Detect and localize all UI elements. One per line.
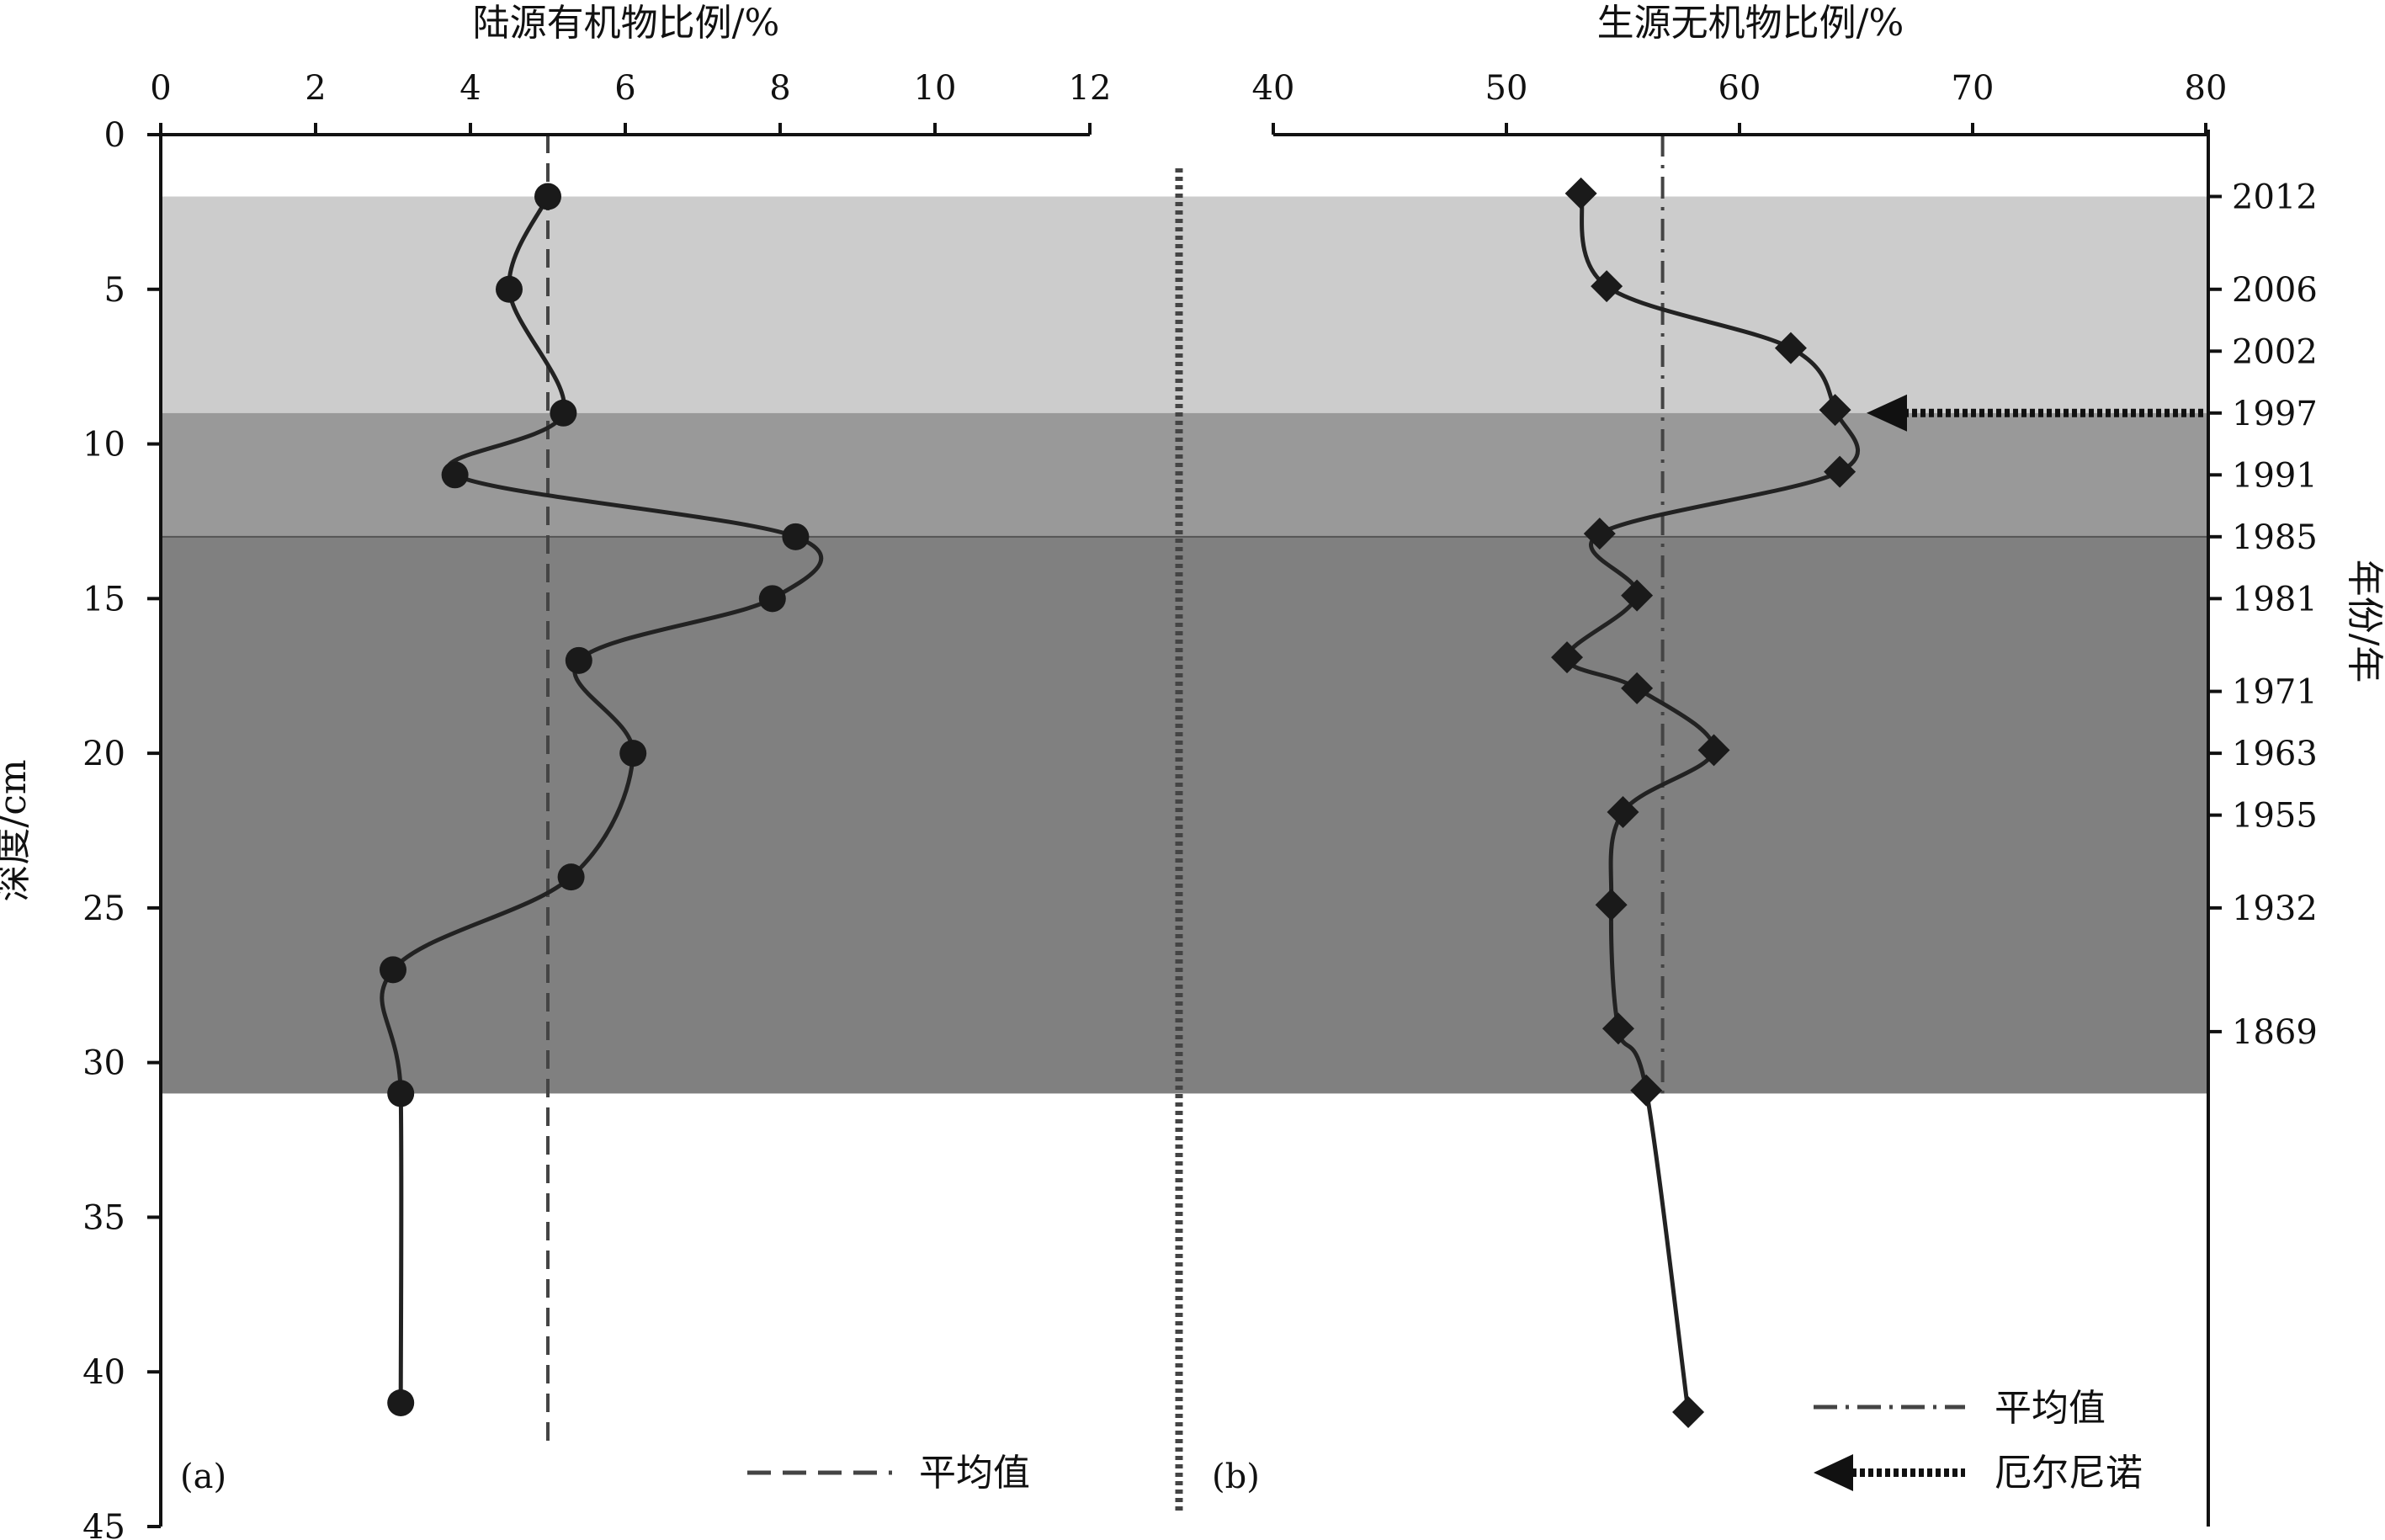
- y-axis-label-year: 年份/年: [2343, 560, 2385, 683]
- series-b-point-9: [1697, 734, 1730, 767]
- y-tick-label-6: 30: [82, 1044, 125, 1083]
- series-b-point-5: [1583, 518, 1616, 550]
- x-tick-label-a-0: 0: [150, 69, 171, 108]
- x-tick-label-a-2: 4: [459, 69, 481, 108]
- band-0: [161, 196, 2208, 413]
- series-b-point-7: [1551, 641, 1584, 674]
- x-tick-label-b-1: 50: [1485, 69, 1528, 108]
- el-nino-arrow-head: [1867, 394, 1907, 432]
- series-a-point-9: [380, 956, 406, 984]
- y-tick-label-4: 20: [82, 735, 125, 773]
- y-tick-label-9: 45: [82, 1508, 125, 1540]
- y-tick-label-8: 40: [82, 1353, 125, 1392]
- series-b-point-4: [1824, 455, 1856, 488]
- y-tick-label-2: 10: [82, 426, 125, 465]
- y-tick-label-0: 0: [104, 116, 125, 155]
- series-b-point-13: [1630, 1074, 1663, 1107]
- series-a-point-10: [387, 1080, 415, 1107]
- year-tick-label-2: 2002: [2232, 332, 2318, 371]
- series-a-point-6: [565, 646, 592, 674]
- y-tick-label-5: 25: [82, 889, 125, 928]
- panel-label-a: (a): [180, 1458, 226, 1496]
- legend-b: 平均值 厄尔尼诺: [1814, 1387, 2143, 1495]
- legend-a: 平均值: [747, 1452, 1030, 1495]
- series-a-point-8: [557, 863, 585, 891]
- series-a-point-5: [758, 585, 786, 613]
- x-tick-label-a-5: 10: [914, 69, 957, 108]
- series-a-point-7: [619, 740, 647, 767]
- year-tick-label-0: 2012: [2232, 178, 2318, 217]
- title-a: 陆源有机物比例/%: [473, 2, 780, 45]
- y-axis-label-depth: 深度/cm: [0, 759, 35, 901]
- series-b-point-11: [1595, 889, 1628, 921]
- series-a-point-4: [782, 523, 810, 550]
- series-b: [1551, 177, 1861, 1429]
- series-a-point-2: [550, 399, 577, 427]
- x-tick-label-b-4: 80: [2185, 69, 2228, 108]
- legend-b-mean-label: 平均值: [1995, 1387, 2106, 1430]
- year-tick-label-8: 1963: [2232, 735, 2318, 773]
- depth-bands: [161, 196, 2208, 1094]
- panel-label-b: (b): [1212, 1458, 1260, 1496]
- y-tick-label-1: 5: [104, 271, 125, 310]
- x-tick-label-a-1: 2: [305, 69, 326, 108]
- series-b-point-14: [1672, 1396, 1705, 1429]
- x-tick-label-b-2: 60: [1718, 69, 1761, 108]
- year-tick-label-11: 1869: [2232, 1013, 2318, 1052]
- year-tick-label-1: 2006: [2232, 271, 2318, 310]
- series-a-point-11: [387, 1389, 415, 1416]
- year-tick-label-4: 1991: [2232, 456, 2318, 495]
- series-b-point-1: [1591, 270, 1623, 303]
- series-b-point-8: [1621, 672, 1654, 704]
- mean-lines: [546, 135, 1665, 1443]
- series-a-point-1: [496, 275, 523, 303]
- series-b-point-0: [1564, 177, 1597, 210]
- axes: 0 5 10 15 20 25 30 35 40 45 0 2 4 6 8 10 12 40 50 60 70 80 201…: [82, 69, 2318, 1540]
- series-b-point-10: [1607, 795, 1639, 828]
- series-a-point-0: [534, 183, 561, 210]
- band-1: [161, 412, 2208, 537]
- year-tick-label-7: 1971: [2232, 673, 2318, 712]
- x-tick-label-a-6: 12: [1069, 69, 1112, 108]
- title-b: 生源无机物比例/%: [1597, 2, 1904, 45]
- el-nino-arrow: [1867, 394, 2206, 432]
- series-b-point-12: [1602, 1012, 1634, 1045]
- x-tick-label-a-3: 6: [614, 69, 635, 108]
- legend-b-event-label: 厄尔尼诺: [1995, 1452, 2143, 1495]
- y-tick-label-3: 15: [82, 580, 125, 619]
- year-tick-label-3: 1997: [2232, 395, 2318, 433]
- series-a: [380, 183, 824, 1416]
- year-tick-label-6: 1981: [2232, 580, 2318, 619]
- year-tick-label-5: 1985: [2232, 518, 2318, 557]
- series-b-point-6: [1621, 579, 1654, 612]
- series-b-point-2: [1774, 332, 1807, 364]
- x-tick-label-a-4: 8: [769, 69, 790, 108]
- year-tick-label-10: 1932: [2232, 889, 2318, 928]
- series-a-point-3: [441, 461, 469, 489]
- legend-a-mean-label: 平均值: [919, 1452, 1030, 1495]
- band-2: [161, 536, 2208, 1094]
- x-tick-label-b-0: 40: [1252, 69, 1295, 108]
- x-tick-label-b-3: 70: [1952, 69, 1995, 108]
- y-tick-label-7: 35: [82, 1198, 125, 1237]
- year-tick-label-9: 1955: [2232, 797, 2318, 836]
- legend-b-event-arrowhead: [1814, 1454, 1853, 1491]
- series-b-point-3: [1819, 394, 1851, 427]
